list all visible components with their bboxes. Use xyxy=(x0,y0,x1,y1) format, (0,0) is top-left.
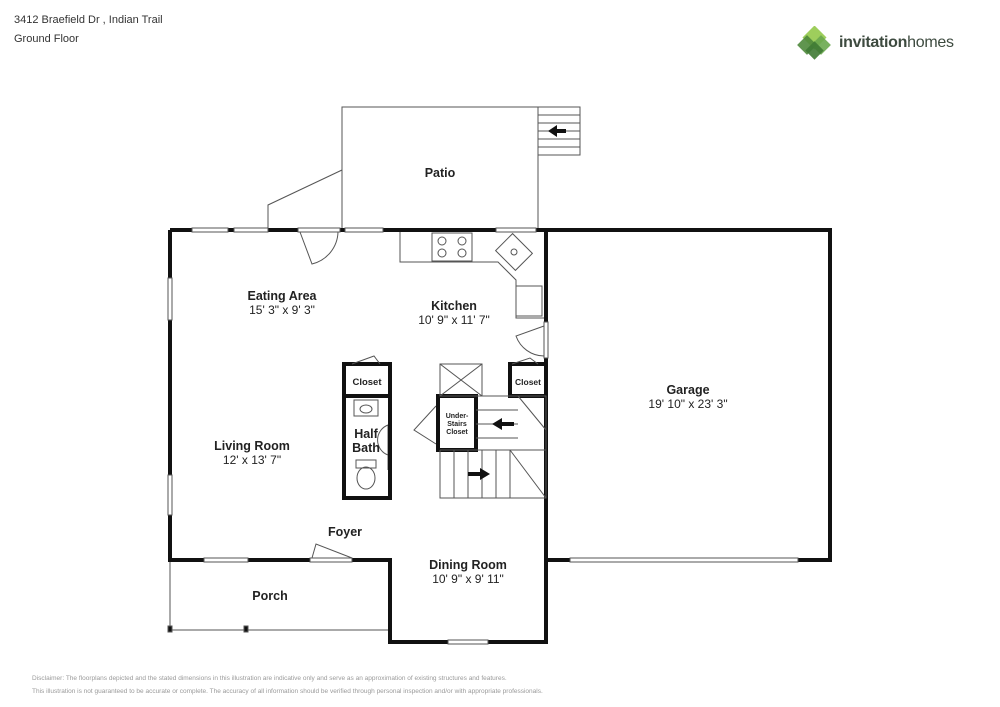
room-name-under-stairs-line2: Stairs xyxy=(447,421,467,428)
kitchen-fixtures xyxy=(399,232,544,319)
room-name-half-bath-line1: Half xyxy=(354,427,378,441)
room-name-porch: Porch xyxy=(252,589,287,603)
patio-outline xyxy=(267,106,581,230)
room-name-foyer: Foyer xyxy=(328,525,362,539)
windows xyxy=(167,227,799,645)
logo-mark-icon xyxy=(797,25,831,60)
room-dims-garage: 19' 10" x 23' 3" xyxy=(648,397,727,411)
doors xyxy=(297,227,549,563)
invitation-homes-logo: invitationhomes xyxy=(797,25,982,62)
room-dims-eating-area: 15' 3" x 9' 3" xyxy=(249,303,315,317)
address-text: 3412 Braefield Dr , Indian Trail xyxy=(14,14,163,26)
room-dims-dining-room: 10' 9" x 9' 11" xyxy=(432,572,504,586)
room-name-under-stairs-line3: Closet xyxy=(446,429,468,436)
porch-outline xyxy=(167,562,388,633)
patio-stairs-arrow-icon xyxy=(548,125,566,137)
stairs-up-arrow-icon xyxy=(492,418,514,430)
room-dims-living-room: 12' x 13' 7" xyxy=(223,453,281,467)
disclaimer-line-2: This illustration is not guaranteed to b… xyxy=(32,688,543,695)
stairs-down-arrow-icon xyxy=(468,468,490,480)
disclaimer-line-1: Disclaimer: The floorplans depicted and … xyxy=(32,675,507,682)
floor-label: Ground Floor xyxy=(14,33,79,45)
room-name-kitchen: Kitchen xyxy=(431,299,477,313)
room-dims-kitchen: 10' 9" x 11' 7" xyxy=(418,313,490,327)
room-name-closet-left: Closet xyxy=(352,377,382,388)
room-name-living-room: Living Room xyxy=(214,439,290,453)
room-name-half-bath-line2: Bath xyxy=(352,441,380,455)
room-name-eating-area: Eating Area xyxy=(247,289,317,303)
room-name-dining-room: Dining Room xyxy=(429,558,507,572)
bath-fixtures xyxy=(351,355,539,490)
room-name-patio: Patio xyxy=(425,166,456,180)
logo-wordmark: invitationhomes xyxy=(839,34,954,51)
room-name-under-stairs-line1: Under- xyxy=(446,413,469,420)
room-name-closet-right: Closet xyxy=(515,377,541,387)
room-name-garage: Garage xyxy=(666,383,709,397)
